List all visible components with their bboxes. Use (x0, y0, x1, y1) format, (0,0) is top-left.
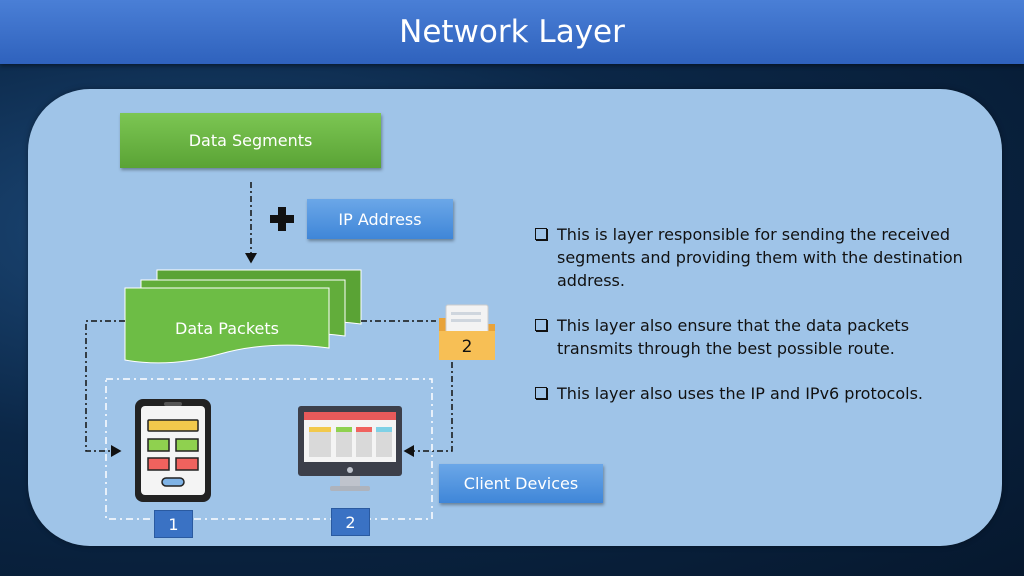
folder-icon (439, 304, 495, 360)
bullet-item: This layer also ensure that the data pac… (533, 314, 983, 360)
bullet-text: This is layer responsible for sending th… (557, 225, 963, 290)
ip-address-box: IP Address (307, 199, 453, 239)
device-2-number-badge: 2 (331, 508, 370, 536)
ip-address-label: IP Address (338, 209, 422, 229)
client-devices-boundary (105, 378, 433, 520)
device-2-number: 2 (345, 512, 356, 532)
page-title: Network Layer (399, 14, 625, 50)
client-devices-label: Client Devices (463, 474, 579, 493)
title-bar: Network Layer (0, 0, 1024, 64)
mobile-phone-icon (135, 399, 211, 502)
desktop-monitor-icon (298, 406, 402, 491)
data-packets-label: Data Packets (175, 318, 279, 338)
data-segments-label: Data Segments (188, 131, 313, 150)
folder-number: 2 (461, 337, 473, 357)
bullet-text: This layer also ensure that the data pac… (557, 316, 910, 358)
folder-number-box: 2 (449, 334, 485, 360)
flow-arrow-folder-to-device2 (403, 362, 453, 457)
data-packets-label-box: Data Packets (130, 310, 324, 346)
checkbox-bullet-icon (535, 387, 547, 399)
data-segments-box: Data Segments (120, 113, 381, 168)
device-1-number-badge: 1 (154, 510, 193, 538)
flow-arrow-packets-to-device1 (85, 320, 125, 457)
bullet-item: This is layer responsible for sending th… (533, 223, 983, 292)
checkbox-bullet-icon (535, 319, 547, 331)
device-1-number: 1 (168, 514, 179, 534)
client-devices-box: Client Devices (439, 464, 603, 503)
data-packets-shape (124, 269, 362, 364)
plus-icon (270, 207, 294, 231)
bullet-text: This layer also uses the IP and IPv6 pro… (557, 384, 923, 403)
checkbox-bullet-icon (535, 228, 547, 240)
bullet-list: This is layer responsible for sending th… (533, 223, 983, 427)
bullet-item: This layer also uses the IP and IPv6 pro… (533, 382, 983, 405)
